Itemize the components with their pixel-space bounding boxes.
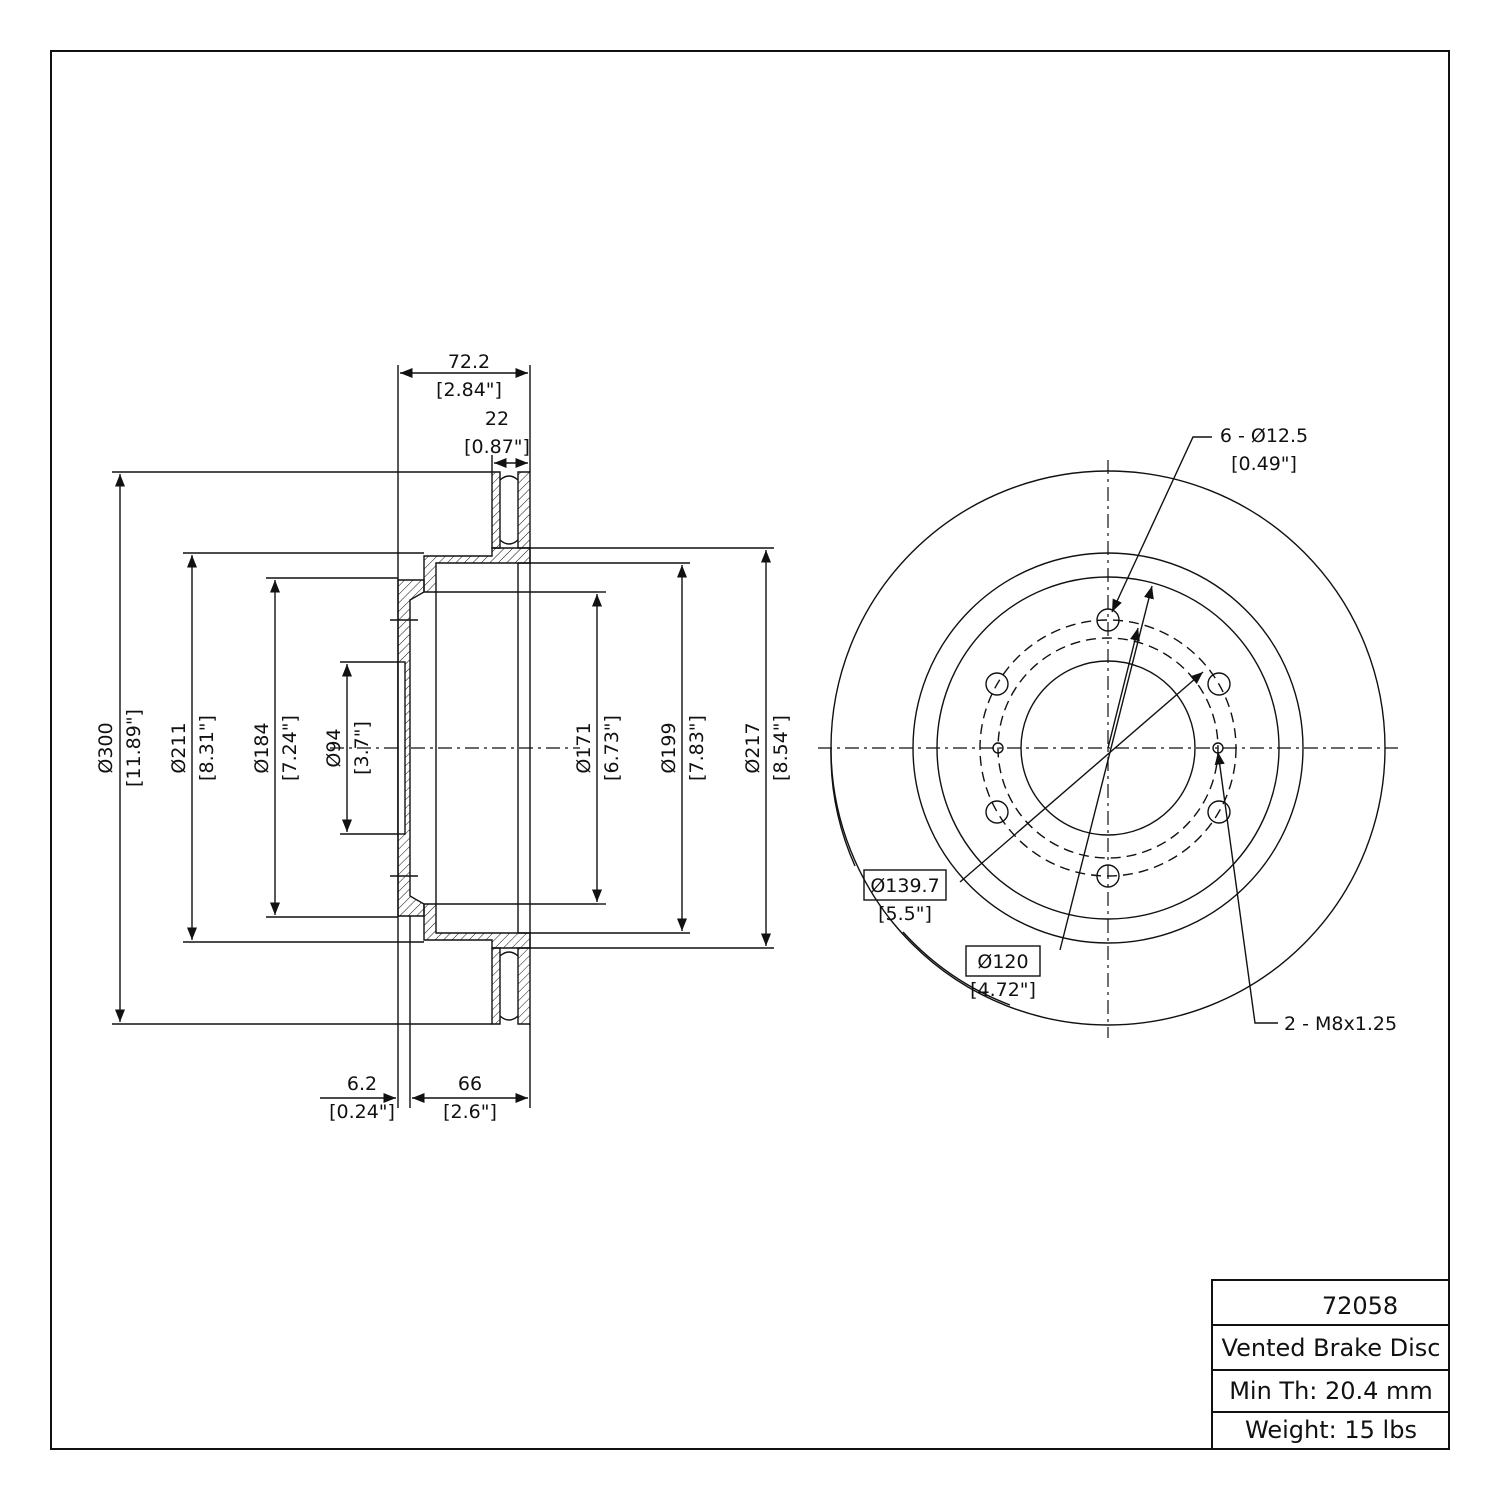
dim-overall-height-mm: 72.2 — [448, 351, 490, 373]
dim-d184-in: [7.24"] — [279, 715, 301, 781]
hat-inner-edge — [936, 576, 1280, 920]
lug-hole — [985, 800, 1009, 824]
dim-d211-mm: Ø211 — [168, 722, 190, 773]
rotor-ring-bottom — [491, 947, 501, 1025]
weight: Weight: 15 lbs — [1245, 1416, 1417, 1444]
dim-d171-mm: Ø171 — [573, 722, 595, 773]
dim-d300-in: [11.89"] — [123, 709, 145, 787]
bolt-circle-in: [5.5"] — [878, 903, 932, 925]
dim-d211-in: [8.31"] — [196, 715, 218, 781]
hat-outer-edge — [912, 552, 1304, 944]
dim-hat-offset-mm: 6.2 — [347, 1073, 377, 1095]
lug-hole — [1096, 608, 1120, 632]
threaded-holes-label: 2 - M8x1.25 — [1284, 1013, 1397, 1035]
dim-disc-thickness-in: [0.87"] — [464, 436, 530, 458]
bolt-circle-mm: Ø139.7 — [870, 875, 939, 897]
lug-holes-in: [0.49"] — [1231, 453, 1297, 475]
rotor-ring-top — [491, 471, 501, 549]
dim-disc-thickness-mm: 22 — [485, 408, 509, 430]
dim-d217-in: [8.54"] — [770, 715, 792, 781]
lug-hole — [985, 672, 1009, 696]
dim-d94-in: [3.7"] — [351, 721, 373, 775]
min-thickness: Min Th: 20.4 mm — [1229, 1377, 1433, 1405]
part-description: Vented Brake Disc — [1222, 1334, 1441, 1362]
sheet-border — [50, 50, 1450, 1450]
lug-hole — [1096, 864, 1120, 888]
thread-circle-in: [4.72"] — [970, 979, 1036, 1001]
dim-d94-mm: Ø94 — [323, 728, 345, 767]
hat-top — [423, 547, 531, 593]
dim-hat-depth-mm: 66 — [458, 1073, 482, 1095]
center-bore — [1020, 660, 1196, 836]
threaded-hole — [992, 742, 1004, 754]
bolt-circle — [979, 619, 1237, 877]
lug-hole — [1207, 800, 1231, 824]
thread-circle — [997, 637, 1219, 859]
dim-d199-mm: Ø199 — [658, 722, 680, 773]
dim-d300-mm: Ø300 — [95, 722, 117, 773]
side-section-view: 72.2 [2.84"] 22 [0.87"] 6.2 [0.24"] 66 [… — [95, 351, 792, 1123]
dim-hat-depth-in: [2.6"] — [443, 1101, 497, 1123]
thread-circle-mm: Ø120 — [977, 951, 1028, 973]
dim-overall-height-in: [2.84"] — [436, 379, 502, 401]
bolt-circle-callout-box — [863, 869, 947, 901]
front-view: 6 - Ø12.5 [0.49"] Ø139.7 [5.5"] Ø120 [4.… — [818, 425, 1398, 1038]
part-number: 72058 — [1322, 1292, 1398, 1320]
lug-hole — [1207, 672, 1231, 696]
dim-hat-offset-in: [0.24"] — [329, 1101, 395, 1123]
dim-d171-in: [6.73"] — [601, 715, 623, 781]
dim-d184-mm: Ø184 — [251, 722, 273, 773]
dim-d217-mm: Ø217 — [742, 722, 764, 773]
thread-circle-callout-box — [965, 945, 1041, 977]
dim-d199-in: [7.83"] — [686, 715, 708, 781]
title-block: 72058 Vented Brake Disc Min Th: 20.4 mm … — [1211, 1279, 1450, 1450]
hat-bottom — [423, 903, 531, 949]
lug-holes-label: 6 - Ø12.5 — [1220, 425, 1308, 447]
